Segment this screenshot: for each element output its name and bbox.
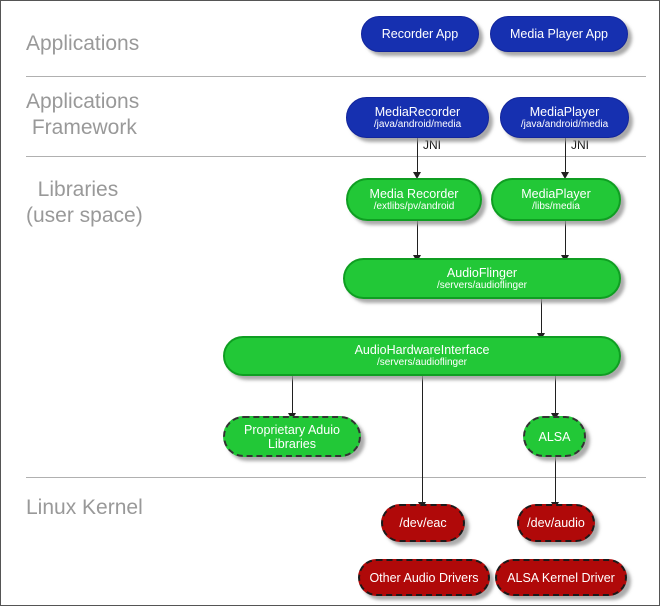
arrowhead-mediarecorder-jni (413, 172, 421, 179)
node-proprietary-audio-libraries-title: Proprietary Aduio (244, 422, 340, 437)
node-alsa[interactable]: ALSA (523, 416, 586, 457)
node-mediarecorder-framework-path: /java/android/media (373, 118, 462, 130)
divider-kernel (26, 477, 646, 478)
node-media-recorder-library-path: /extlibs/pv/android (373, 200, 455, 212)
node-audioflinger[interactable]: AudioFlinger /servers/audioflinger (343, 258, 621, 299)
arrowhead-mediaplayer-jni (561, 172, 569, 179)
node-other-audio-drivers-title: Other Audio Drivers (369, 570, 479, 585)
node-other-audio-drivers[interactable]: Other Audio Drivers (358, 559, 490, 596)
node-audioflinger-path: /servers/audioflinger (436, 279, 528, 291)
node-audiohardwareinterface[interactable]: AudioHardwareInterface /servers/audiofli… (223, 336, 621, 376)
node-mediaplayer-framework-title: MediaPlayer (529, 104, 600, 119)
edge-label-jni-left: JNI (423, 138, 441, 152)
node-media-player-app-title: Media Player App (510, 27, 608, 41)
node-dev-audio[interactable]: /dev/audio (517, 504, 595, 542)
connector-mediaplayer-to-audioflinger (565, 221, 566, 257)
connector-ahi-to-proprietary-libs (292, 373, 293, 415)
node-mediaplayer-library-path: /libs/media (532, 200, 580, 212)
node-mediaplayer-library-title: MediaPlayer (521, 186, 591, 201)
node-alsa-kernel-driver-title: ALSA Kernel Driver (507, 570, 615, 585)
divider-framework (26, 156, 646, 157)
connector-alsa-to-dev-audio (555, 457, 556, 504)
node-alsa-kernel-driver[interactable]: ALSA Kernel Driver (495, 559, 627, 596)
band-label-libraries-user-space: Libraries (user space) (26, 178, 143, 227)
node-recorder-app-title: Recorder App (381, 27, 459, 41)
divider-applications (26, 76, 646, 77)
node-dev-eac-title: /dev/eac (399, 516, 447, 530)
node-mediarecorder-framework-title: MediaRecorder (374, 104, 461, 119)
node-media-recorder-library[interactable]: Media Recorder /extlibs/pv/android (346, 178, 482, 221)
node-mediaplayer-framework-path: /java/android/media (520, 118, 609, 130)
node-audioflinger-title: AudioFlinger (446, 265, 518, 280)
node-dev-audio-title: /dev/audio (527, 516, 585, 530)
node-media-player-app[interactable]: Media Player App (490, 16, 628, 52)
band-label-linux-kernel: Linux Kernel (26, 496, 143, 519)
node-proprietary-audio-libraries[interactable]: Proprietary Aduio Libraries (223, 416, 361, 457)
node-proprietary-audio-libraries-subtitle: Libraries (268, 436, 316, 451)
connector-mediaplayer-jni (565, 138, 566, 174)
node-dev-eac[interactable]: /dev/eac (381, 504, 465, 542)
connector-ahi-to-dev-eac (422, 373, 423, 504)
band-label-applications: Applications (26, 32, 140, 55)
node-alsa-title: ALSA (538, 429, 571, 444)
node-audiohardwareinterface-path: /servers/audioflinger (376, 357, 468, 368)
connector-audioflinger-to-ahi (541, 299, 542, 335)
connector-mediarecorder-jni (417, 138, 418, 174)
node-mediarecorder-framework[interactable]: MediaRecorder /java/android/media (346, 97, 489, 138)
node-media-recorder-library-title: Media Recorder (369, 186, 459, 201)
connector-mediarecorder-to-audioflinger (417, 221, 418, 257)
node-audiohardwareinterface-title: AudioHardwareInterface (354, 343, 490, 357)
node-recorder-app[interactable]: Recorder App (361, 16, 479, 52)
node-mediaplayer-library[interactable]: MediaPlayer /libs/media (491, 178, 621, 221)
band-label-applications-framework: Applications Framework (26, 90, 140, 139)
node-mediaplayer-framework[interactable]: MediaPlayer /java/android/media (500, 97, 629, 138)
edge-label-jni-right: JNI (571, 138, 589, 152)
connector-ahi-to-alsa (555, 373, 556, 415)
